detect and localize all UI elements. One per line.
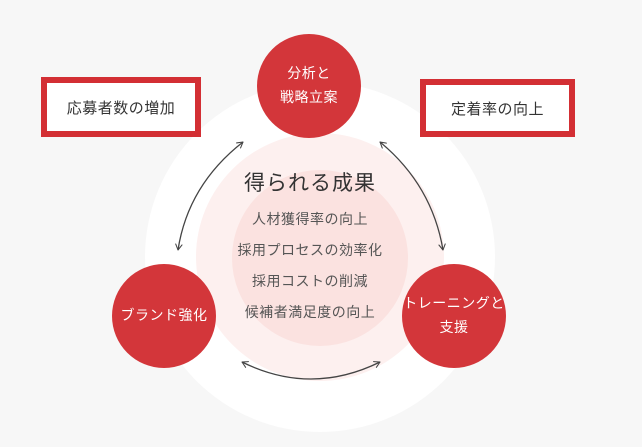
box-right-label: 定着率の向上 [450,99,544,118]
node-brand-strengthening: ブランド強化 [112,264,216,368]
outcomes-list: 人材獲得率の向上 採用プロセスの効率化 採用コストの削減 候補者満足度の向上 [210,208,410,332]
outcome-item: 採用コストの削減 [252,274,368,290]
node-top-line1: 分析と [287,65,331,82]
node-right-line1: トレーニングと [403,295,505,312]
node-top-line2: 戦略立案 [280,90,338,106]
node-left-label: ブランド強化 [120,307,208,324]
node-right-line2: 支援 [439,320,469,336]
inner-ring [232,170,408,346]
outcome-item: 候補者満足度の向上 [244,305,376,321]
box-retention-improvement: 定着率の向上 [420,79,575,137]
node-training-support: トレーニングと 支援 [402,264,506,368]
box-left-label: 応募者数の増加 [66,98,176,117]
box-applicant-increase: 応募者数の増加 [41,77,201,137]
center-title: 得られる成果 [244,171,376,195]
outcome-item: 採用プロセスの効率化 [237,243,383,259]
outcome-item: 人材獲得率の向上 [252,212,368,228]
node-analysis-strategy: 分析と 戦略立案 [257,34,361,138]
